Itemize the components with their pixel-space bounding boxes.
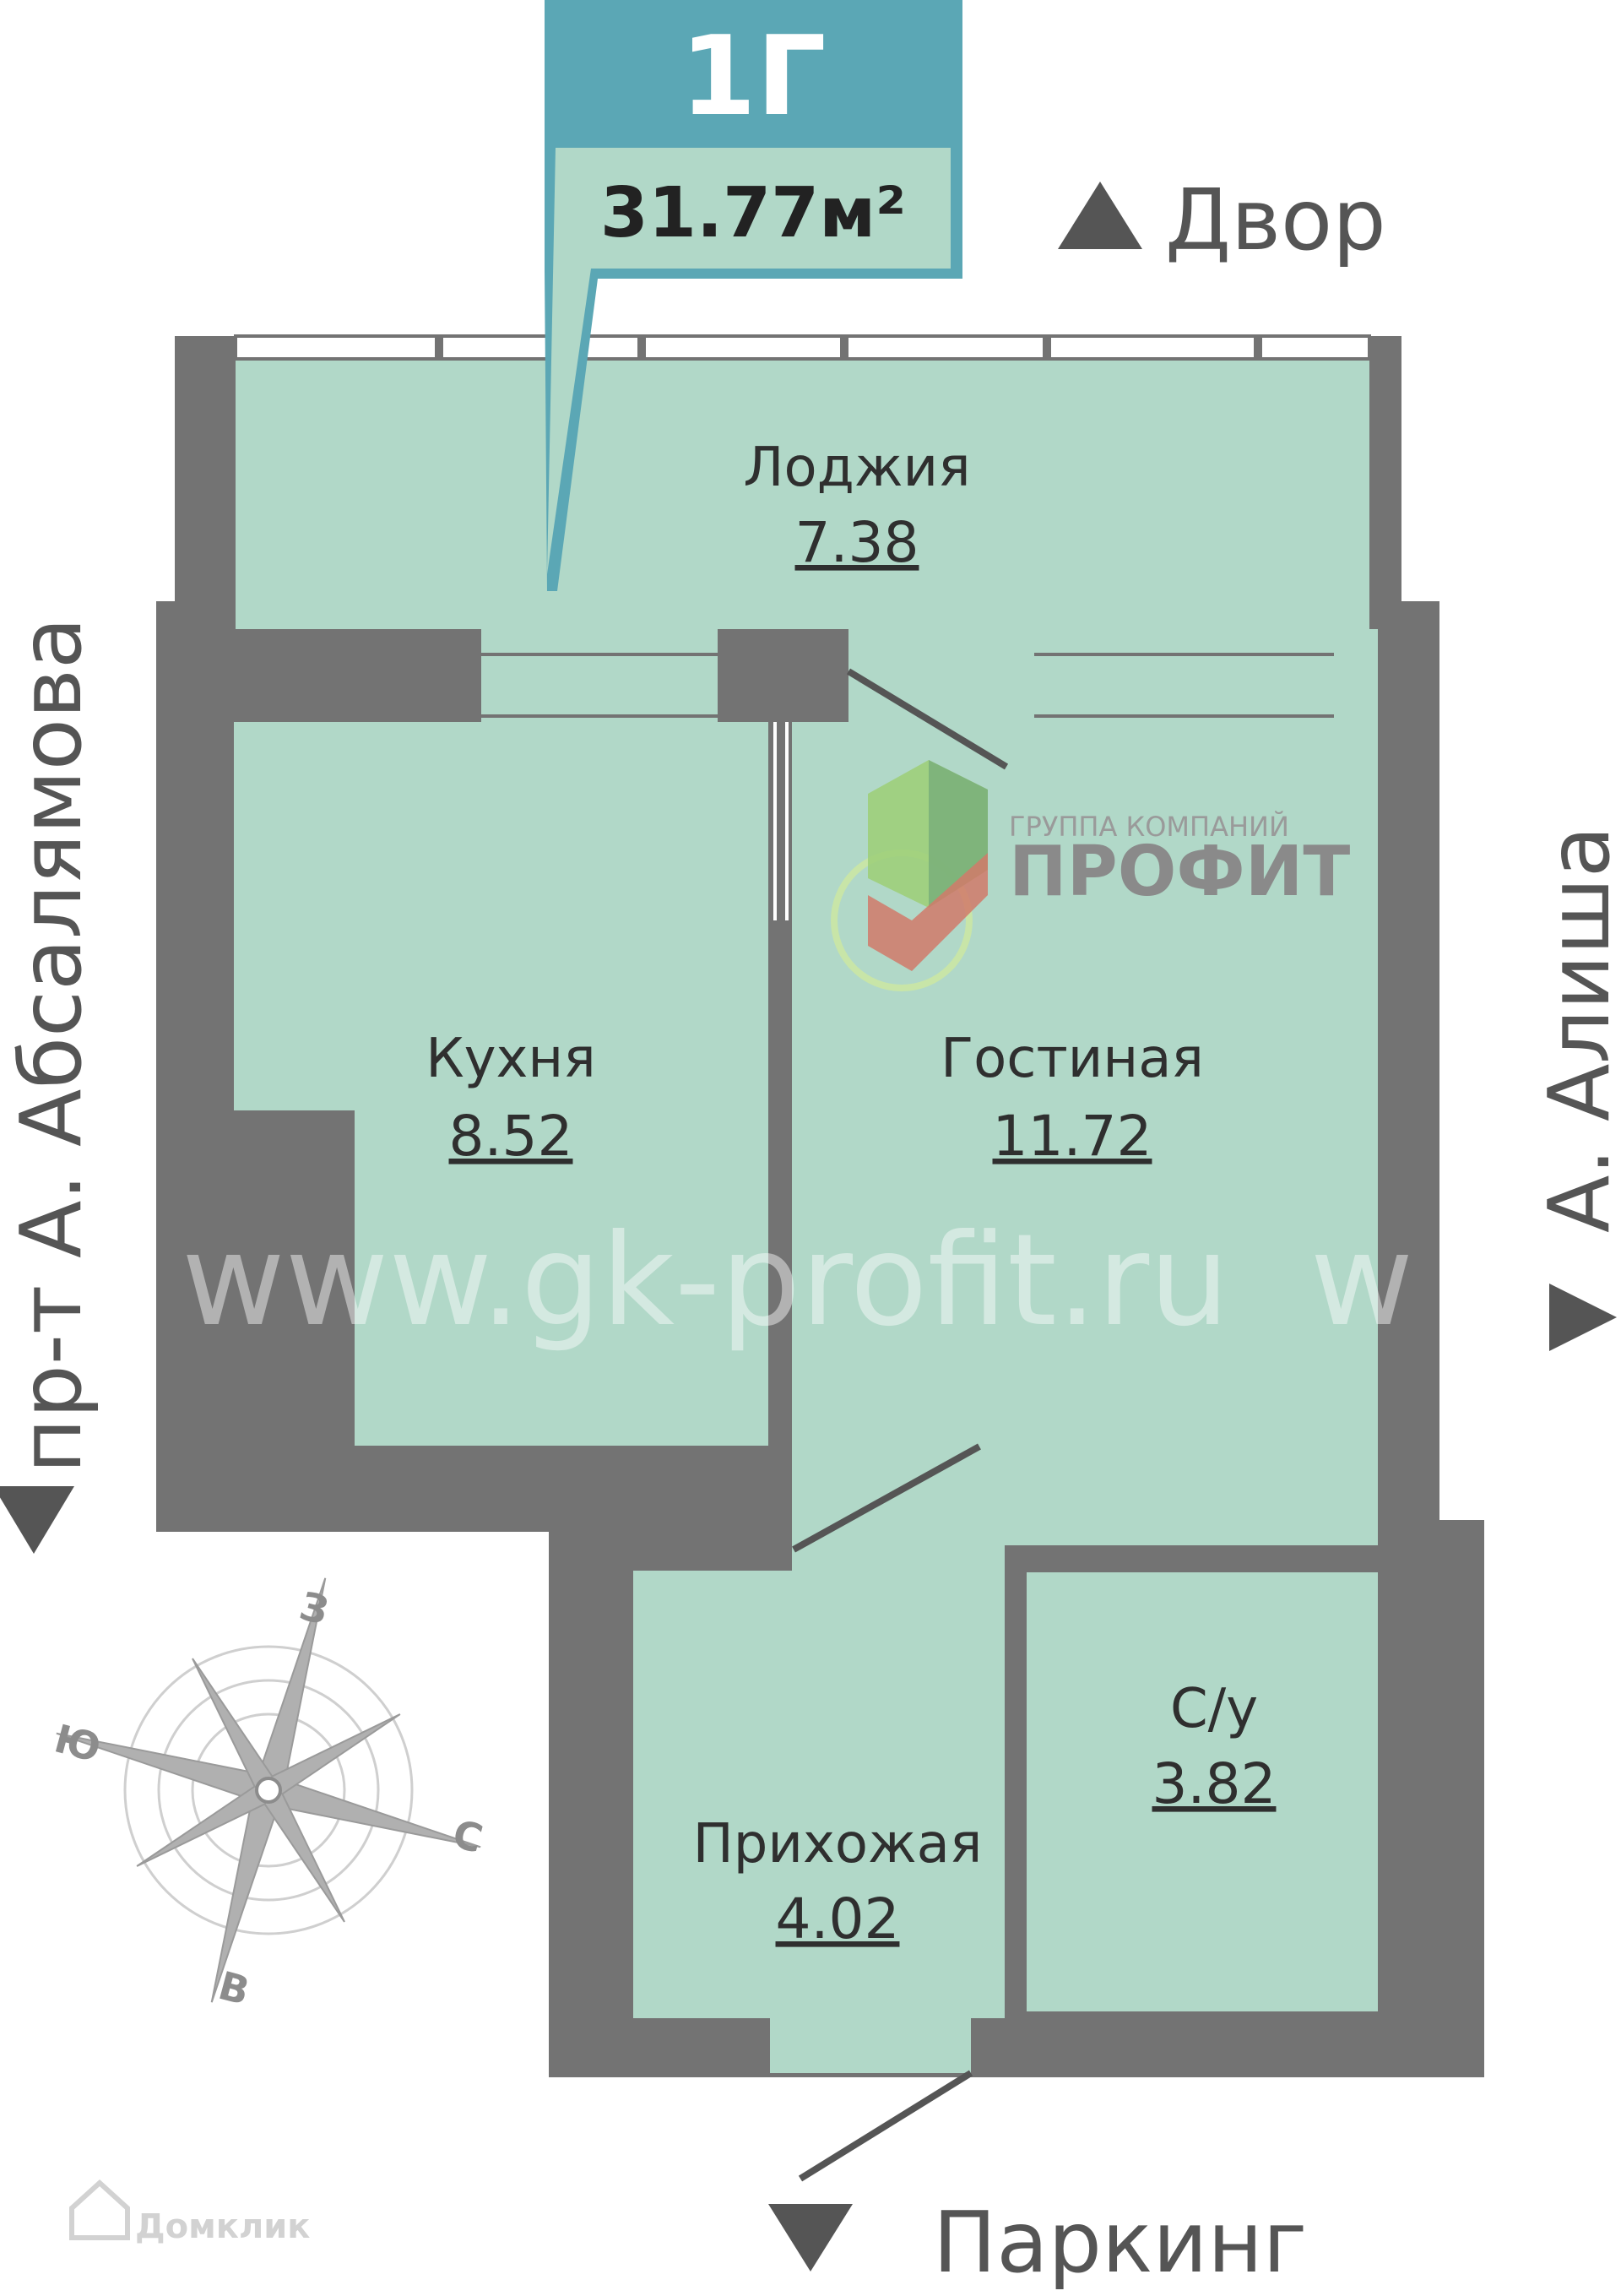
room-label-living: Гостиная [941, 1028, 1204, 1090]
apartment-total-area: 31.77м² [600, 173, 906, 253]
logo-check-icon [868, 853, 988, 971]
door-swings [792, 668, 1009, 2182]
rooms [234, 359, 1378, 2073]
direction-left-label: пр-т А. Абсалямова [2, 617, 100, 1474]
arrow-up-icon [1058, 182, 1142, 249]
direction-right: А. Алиша [1530, 826, 1621, 1351]
arrow-right-icon [1549, 1284, 1617, 1351]
company-logo: ГРУППА КОМПАНИЙ ПРОФИТ [831, 760, 1350, 991]
logo-text-big: ПРОФИТ [1009, 832, 1350, 912]
source-badge-text: Домклик [135, 2207, 310, 2246]
room-area-kitchen: 8.52 [449, 1104, 573, 1169]
room-area-loggia: 7.38 [795, 510, 919, 575]
direction-left: пр-т А. Абсалямова [0, 617, 100, 1554]
direction-bottom-label: Паркинг [933, 2193, 1307, 2292]
room-area-hallway: 4.02 [776, 1886, 900, 1951]
room-label-hallway: Прихожая [693, 1813, 983, 1875]
direction-right-label: А. Алиша [1530, 826, 1621, 1233]
house-icon [69, 2179, 130, 2240]
room-label-loggia: Лоджия [743, 437, 970, 499]
direction-top: Двор [1058, 171, 1386, 269]
apartment-type: 1Г [680, 12, 826, 140]
room-hallway [633, 1571, 1005, 2073]
room-label-kitchen: Кухня [426, 1028, 596, 1090]
logo-text-small: ГРУППА КОМПАНИЙ [1009, 811, 1289, 843]
arrow-left-icon [0, 1486, 74, 1554]
windows [481, 629, 1334, 920]
loggia-glazing [234, 334, 1371, 361]
compass-label-north: С [448, 1810, 488, 1862]
compass-rose: З С В Ю [50, 1577, 488, 2014]
room-area-living: 11.72 [993, 1104, 1152, 1169]
room-loggia [236, 359, 1369, 629]
direction-top-label: Двор [1165, 171, 1386, 269]
room-bathroom [1027, 1572, 1378, 2011]
watermark-url: www.gk-profit.ru w [182, 1208, 1413, 1354]
room-area-bathroom: 3.82 [1152, 1751, 1277, 1816]
compass-label-west: З [295, 1582, 333, 1634]
room-label-bathroom: С/у [1170, 1678, 1258, 1740]
compass-label-south: Ю [50, 1715, 106, 1771]
direction-bottom: Паркинг [768, 2193, 1307, 2292]
room-kitchen [234, 722, 768, 1446]
source-badge: Домклик [69, 2179, 310, 2246]
arrow-down-icon [768, 2204, 853, 2272]
apartment-badge: 1Г 31.77м² [545, 0, 962, 591]
